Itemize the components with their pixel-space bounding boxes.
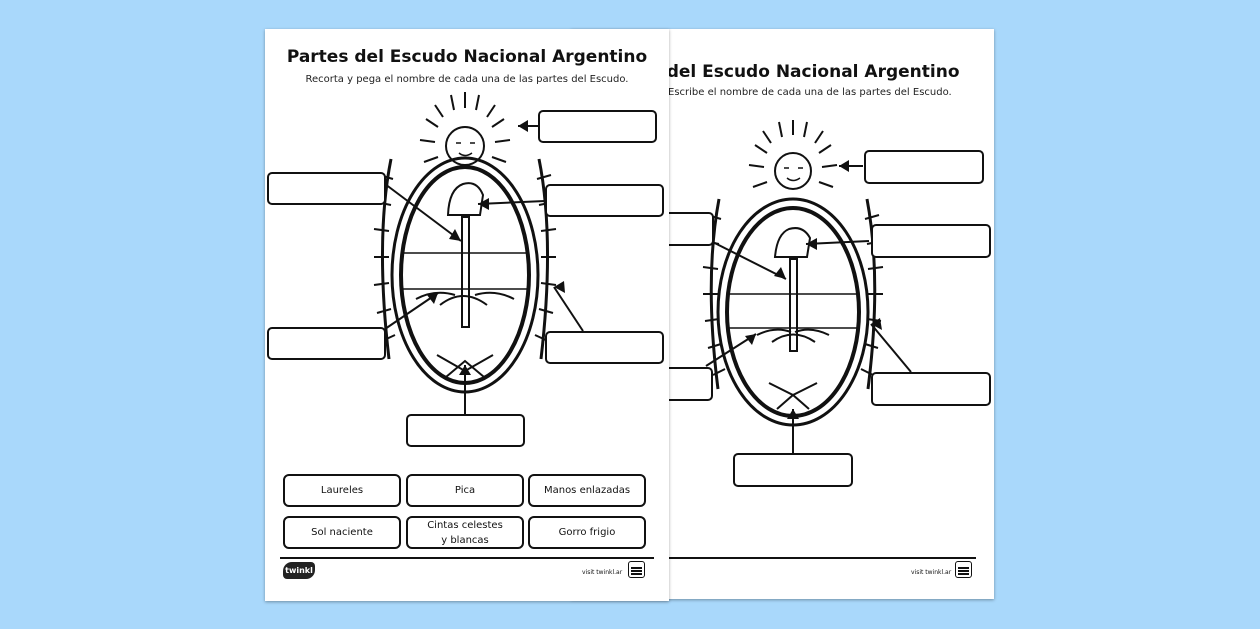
label-box-ribbon[interactable] (406, 414, 525, 447)
page-title: tes del Escudo Nacional Argentino (631, 62, 960, 82)
word-card-manos-enlazadas[interactable]: Manos enlazadas (528, 474, 646, 507)
word-card-gorro-frigio[interactable]: Gorro frigio (528, 516, 646, 549)
label-box-hands[interactable] (267, 327, 386, 360)
label-box-sun[interactable] (538, 110, 657, 143)
checklist-badge-icon (628, 561, 645, 578)
word-card-sol-naciente[interactable]: Sol naciente (283, 516, 401, 549)
footer-divider (666, 557, 976, 559)
checklist-badge-icon (955, 561, 972, 578)
footer-divider (280, 557, 654, 559)
label-box-pike[interactable] (267, 172, 386, 205)
word-bank: Laureles Pica Manos enlazadas Sol nacien… (283, 474, 649, 554)
label-box-laurels[interactable] (871, 372, 991, 406)
word-card-cintas[interactable]: Cintas celestes y blancas (406, 516, 524, 549)
label-box-sun[interactable] (864, 150, 984, 184)
word-card-laureles[interactable]: Laureles (283, 474, 401, 507)
footer-url: visit twinkl.ar (911, 569, 952, 576)
coat-of-arms-illustration (682, 120, 912, 453)
worksheet-page-front: Partes del Escudo Nacional Argentino Rec… (265, 29, 669, 601)
word-card-pica[interactable]: Pica (406, 474, 524, 507)
page-subtitle: Escribe el nombre de cada una de las par… (668, 87, 952, 98)
label-box-laurels[interactable] (545, 331, 664, 364)
twinkl-logo: twinkl (283, 562, 315, 579)
page-title: Partes del Escudo Nacional Argentino (286, 47, 648, 67)
label-box-cap[interactable] (545, 184, 664, 217)
label-box-cap[interactable] (871, 224, 991, 258)
coat-of-arms-illustration (373, 92, 584, 414)
page-subtitle: Recorta y pega el nombre de cada una de … (305, 74, 629, 85)
label-box-ribbon[interactable] (733, 453, 853, 487)
footer-url: visit twinkl.ar (582, 569, 623, 576)
